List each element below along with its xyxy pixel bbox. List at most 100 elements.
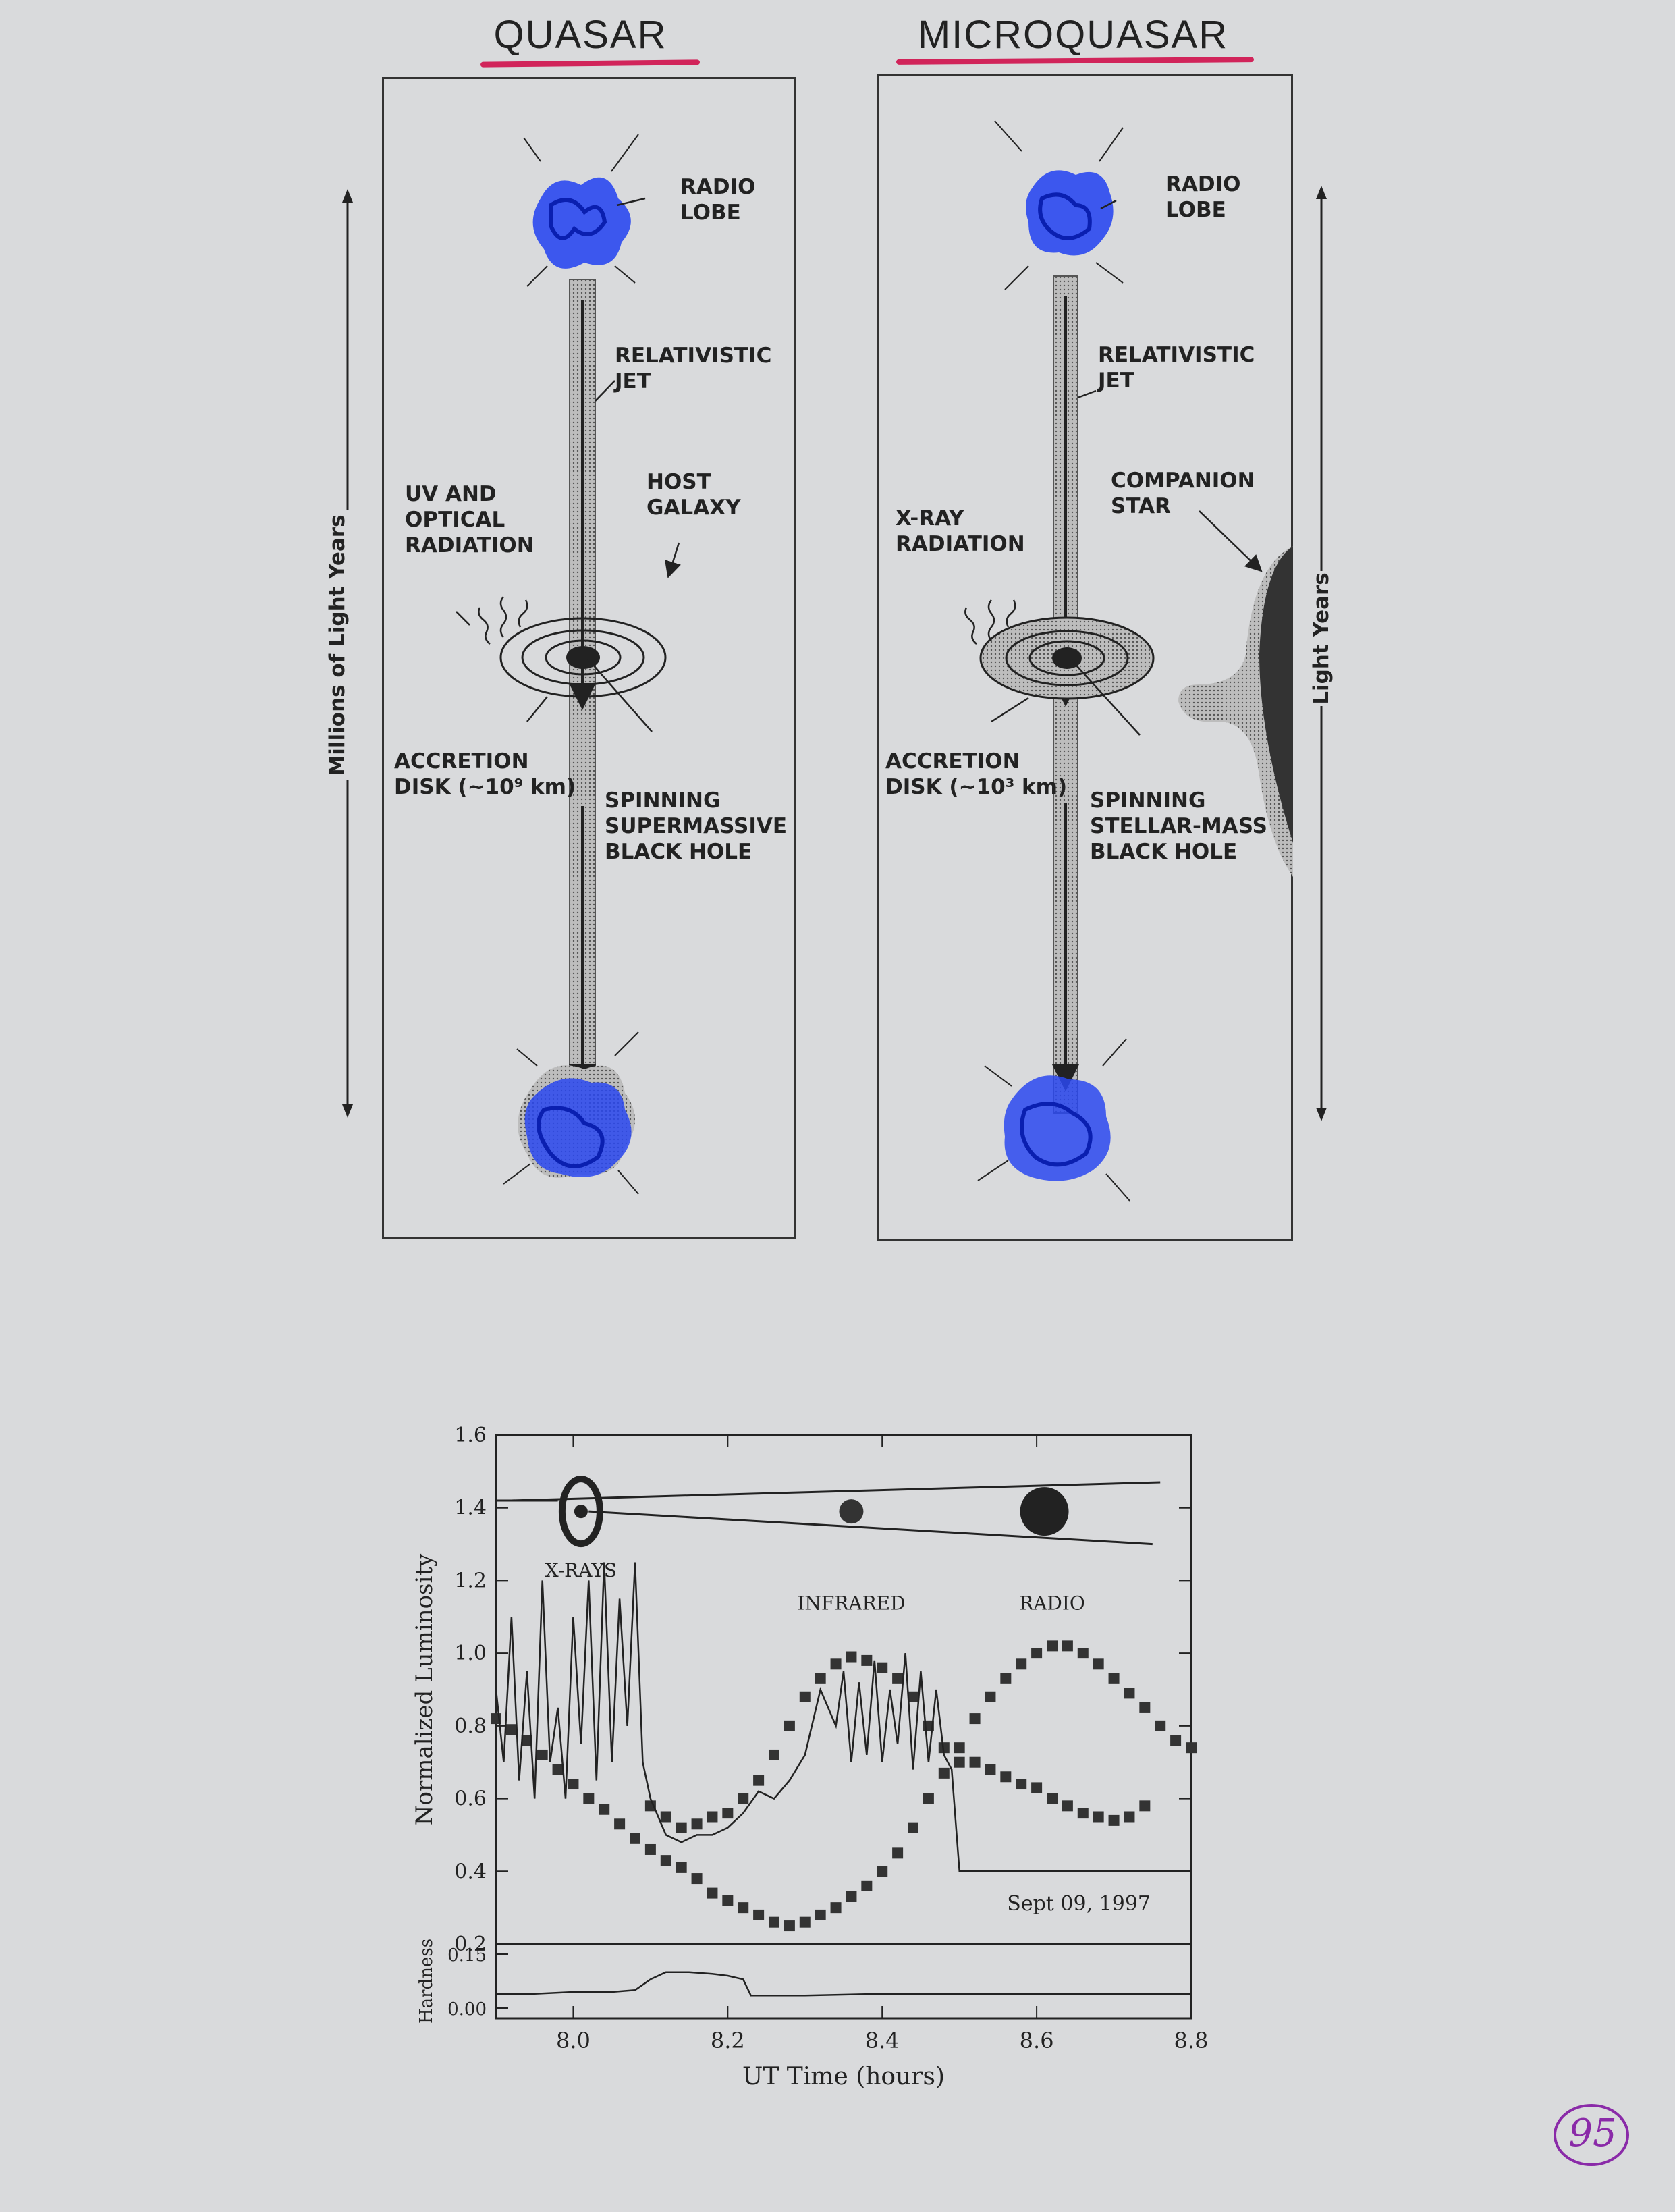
- page-number: 95: [1568, 2111, 1617, 2155]
- microquasar-disk-label: ACCRETION DISK (~10³ km): [885, 749, 1068, 799]
- data-point-radio: [1186, 1742, 1197, 1754]
- y-axis-label: Normalized Luminosity: [411, 1553, 438, 1825]
- data-point-infrared: [1077, 1808, 1089, 1819]
- microquasar-radio-lobe-label: RADIO LOBE: [1165, 172, 1241, 222]
- inset-label-radio: RADIO: [1019, 1592, 1085, 1615]
- data-point-radio: [1000, 1673, 1012, 1684]
- data-point-radio: [954, 1742, 965, 1754]
- microquasar-bottom-lobe: [977, 1038, 1130, 1202]
- page-number-circle: [1554, 2104, 1629, 2166]
- data-point-radio: [552, 1764, 564, 1775]
- data-point-radio: [644, 1843, 656, 1855]
- chart-date: Sept 09, 1997: [1007, 1892, 1151, 1916]
- data-point-radio: [1077, 1648, 1089, 1659]
- microquasar-jet-label: RELATIVISTIC JET: [1098, 343, 1255, 393]
- data-point-infrared: [676, 1822, 687, 1833]
- data-point-infrared: [1093, 1811, 1104, 1823]
- plot-frame: [495, 1434, 1192, 2020]
- data-point-infrared: [738, 1793, 749, 1804]
- x-tick-label: 8.8: [1174, 2028, 1209, 2053]
- inset-label-infrared: INFRARED: [797, 1592, 905, 1615]
- y-tick-label: 0.4: [454, 1860, 487, 1883]
- quasar-disk-label: ACCRETION DISK (~10⁹ km): [394, 749, 576, 799]
- data-point-infrared: [1031, 1782, 1043, 1793]
- microquasar-radiation-label: X-RAY RADIATION: [896, 506, 1025, 556]
- inset-infrared-blob: [839, 1499, 864, 1524]
- data-point-infrared: [799, 1691, 811, 1702]
- data-point-infrared: [892, 1673, 904, 1684]
- data-point-radio: [830, 1902, 842, 1914]
- data-point-infrared: [1016, 1779, 1027, 1790]
- quasar-underline: [480, 59, 701, 68]
- data-point-infrared: [707, 1811, 718, 1823]
- data-point-radio: [784, 1920, 795, 1932]
- quasar-heading: QUASAR: [493, 13, 667, 57]
- data-point-radio: [846, 1891, 857, 1902]
- inset-label-xrays: X-RAYS: [545, 1559, 617, 1582]
- data-point-infrared: [969, 1756, 981, 1768]
- y-axis-label-bottom: Hardness: [416, 1939, 437, 2024]
- y-tick-label: 1.0: [454, 1642, 487, 1665]
- quasar-panel: [382, 77, 796, 1239]
- data-point-radio: [753, 1909, 765, 1920]
- data-point-infrared: [846, 1651, 857, 1663]
- data-point-radio: [1047, 1640, 1058, 1652]
- y-tick-label: 1.4: [454, 1496, 487, 1520]
- x-tick-label: 8.4: [865, 2028, 900, 2053]
- data-point-radio: [630, 1833, 640, 1844]
- microquasar-heading: MICROQUASAR: [917, 13, 1229, 57]
- quasar-host-galaxy-label: HOST GALAXY: [647, 470, 741, 520]
- data-point-radio: [892, 1847, 904, 1859]
- y-tick-label: 0.6: [454, 1787, 487, 1811]
- inset-radio-blob: [1020, 1487, 1069, 1536]
- quasar-black-hole-label: SPINNING SUPERMASSIVE BLACK HOLE: [605, 788, 788, 864]
- quasar-top-lobe: [523, 134, 639, 287]
- data-point-radio: [1062, 1640, 1073, 1652]
- microquasar-accretion-disk: [979, 616, 1155, 700]
- data-point-radio: [707, 1887, 718, 1899]
- series-line-hardness: [496, 1971, 1191, 1997]
- inset-xray-source: [558, 1476, 603, 1548]
- data-point-radio: [1093, 1658, 1104, 1670]
- quasar-scale-label: Millions of Light Years: [325, 510, 350, 780]
- quasar-black-hole: [566, 646, 600, 669]
- data-point-radio: [660, 1855, 671, 1866]
- data-point-infrared: [1000, 1771, 1012, 1783]
- data-point-infrared: [908, 1691, 918, 1702]
- data-point-radio: [521, 1735, 532, 1746]
- data-point-radio: [769, 1916, 779, 1928]
- data-point-infrared: [1062, 1800, 1073, 1812]
- y-tick-label: 0.8: [454, 1715, 487, 1738]
- microquasar-black-hole-label: SPINNING STELLAR-MASS BLACK HOLE: [1090, 788, 1267, 864]
- data-point-radio: [923, 1793, 934, 1804]
- data-point-radio: [1124, 1688, 1135, 1699]
- series-line-x-rays: [495, 1562, 1191, 1872]
- data-point-infrared: [660, 1811, 671, 1823]
- data-point-radio: [799, 1916, 811, 1928]
- data-point-radio: [599, 1804, 610, 1815]
- inset-cone-upper: [511, 1481, 1161, 1502]
- data-point-radio: [505, 1724, 517, 1735]
- data-point-infrared: [985, 1764, 996, 1775]
- quasar-radiation-label: UV AND OPTICAL RADIATION: [405, 482, 534, 558]
- data-point-radio: [861, 1880, 873, 1891]
- data-point-infrared: [815, 1673, 826, 1684]
- data-point-radio: [938, 1767, 950, 1779]
- quasar-radio-lobe-label: RADIO LOBE: [680, 175, 756, 225]
- microquasar-diagram: [964, 120, 1293, 1202]
- quasar-bottom-lobe: [503, 1031, 639, 1195]
- data-point-infrared: [861, 1654, 873, 1666]
- data-point-radio: [722, 1895, 734, 1906]
- quasar-radiation-waves: [456, 596, 528, 645]
- quasar-jet-label: RELATIVISTIC JET: [615, 344, 772, 394]
- data-point-infrared: [753, 1775, 765, 1786]
- data-point-radio: [1016, 1658, 1027, 1670]
- data-point-radio: [614, 1818, 626, 1830]
- x-tick-label: 8.6: [1020, 2028, 1054, 2053]
- data-point-radio: [738, 1902, 749, 1914]
- data-point-infrared: [769, 1749, 779, 1760]
- data-point-infrared: [877, 1662, 888, 1673]
- data-point-radio: [583, 1793, 595, 1804]
- data-point-radio: [676, 1862, 687, 1873]
